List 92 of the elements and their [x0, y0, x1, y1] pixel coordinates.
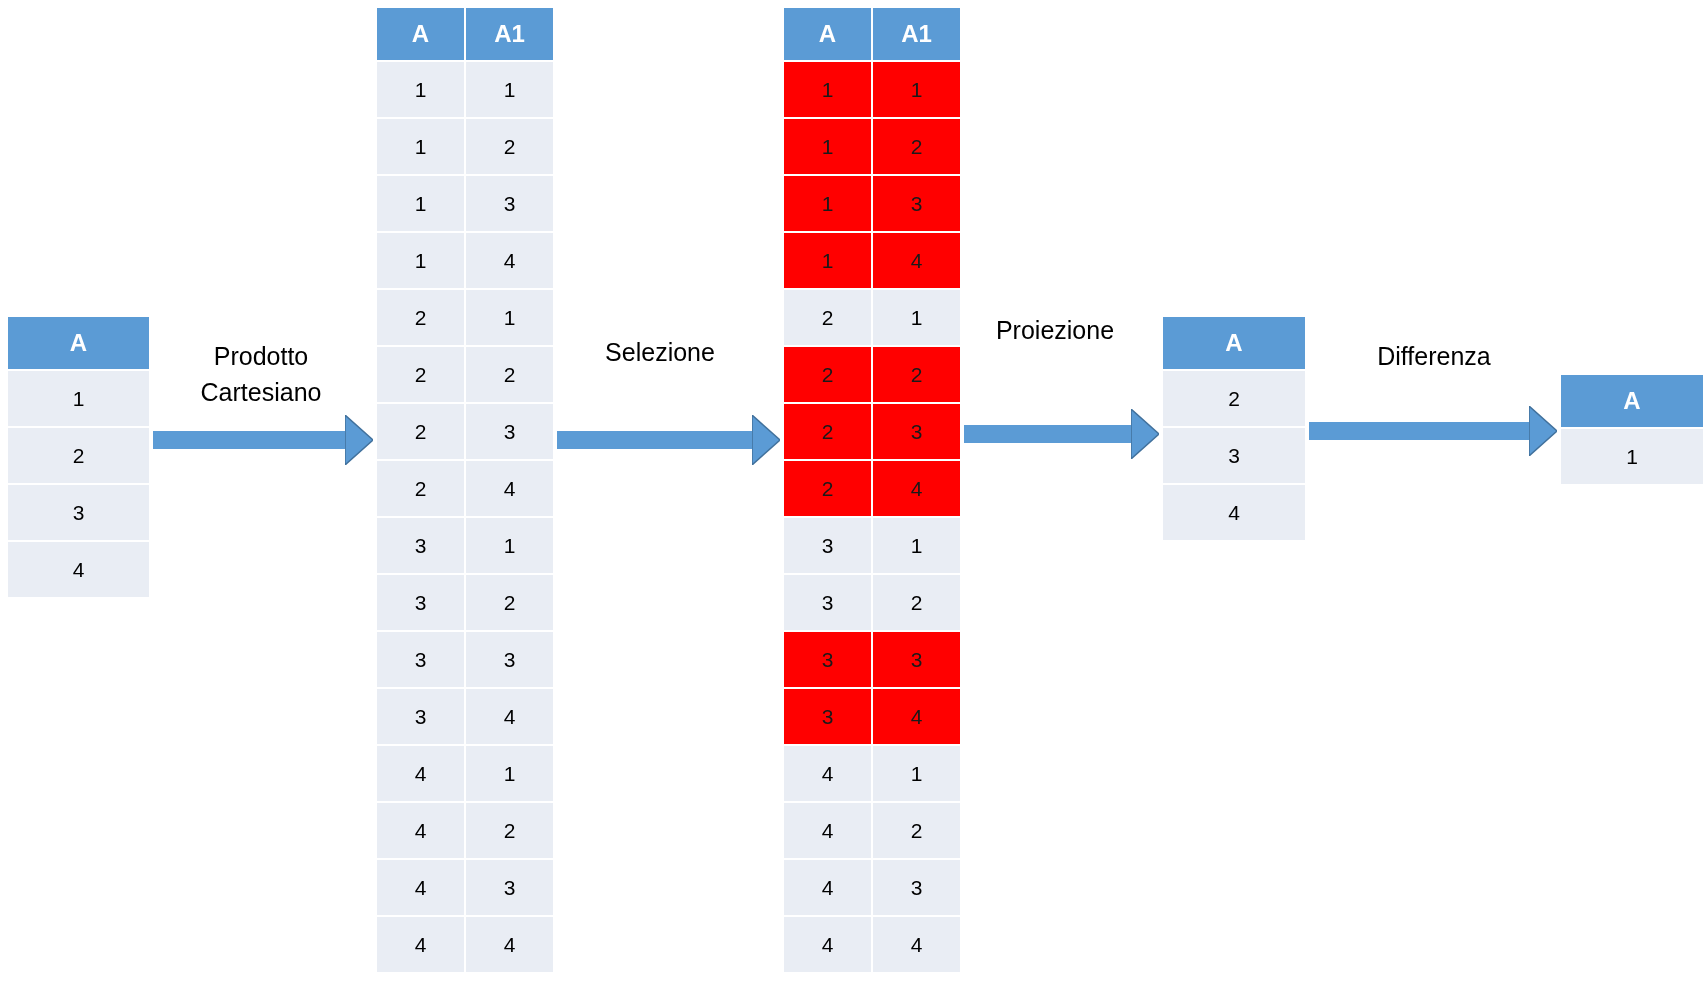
column-header: A [8, 317, 149, 369]
column-header: A1 [873, 8, 960, 60]
table-cell: 4 [784, 917, 871, 972]
highlighted-cell: 1 [784, 233, 871, 288]
edge-label: Selezione [604, 337, 716, 368]
table-cell: 4 [8, 542, 149, 597]
table-cell: 4 [377, 860, 464, 915]
table-cell: 4 [784, 746, 871, 801]
table-cell: 2 [377, 290, 464, 345]
highlighted-cell: 1 [784, 176, 871, 231]
edge-label: Differenza [1376, 341, 1492, 372]
table-cell: 2 [377, 347, 464, 402]
table-cell: 4 [873, 917, 960, 972]
highlighted-cell: 2 [784, 404, 871, 459]
highlighted-cell: 2 [873, 119, 960, 174]
highlighted-cell: 1 [873, 62, 960, 117]
table-cell: 2 [466, 347, 553, 402]
highlighted-cell: 3 [873, 176, 960, 231]
column-header: A [784, 8, 871, 60]
data-table [784, 8, 960, 972]
table-cell: 4 [784, 860, 871, 915]
edge-label: Proiezione [994, 315, 1116, 346]
table-cell: 1 [873, 290, 960, 345]
highlighted-cell: 3 [873, 404, 960, 459]
table-cell: 3 [466, 404, 553, 459]
highlighted-cell: 2 [873, 347, 960, 402]
data-table [8, 317, 149, 597]
block-arrow [1309, 405, 1558, 457]
table-cell: 4 [466, 917, 553, 972]
table-cell: 1 [466, 290, 553, 345]
table-cell: 3 [784, 518, 871, 573]
table-cell: 3 [377, 575, 464, 630]
highlighted-cell: 3 [784, 689, 871, 744]
table-cell: 1 [873, 746, 960, 801]
table-cell: 1 [377, 233, 464, 288]
table-cell: 2 [1163, 371, 1305, 426]
table-cell: 2 [466, 119, 553, 174]
table-cell: 1 [8, 371, 149, 426]
table-cell: 1 [466, 62, 553, 117]
table-cell: 4 [377, 746, 464, 801]
table-cell: 3 [377, 689, 464, 744]
highlighted-cell: 4 [873, 233, 960, 288]
table-cell: 3 [8, 485, 149, 540]
table-cell: 1 [377, 62, 464, 117]
table-cell: 4 [466, 233, 553, 288]
table-cell: 4 [466, 689, 553, 744]
highlighted-cell: 1 [784, 62, 871, 117]
highlighted-cell: 1 [784, 119, 871, 174]
table-cell: 2 [377, 404, 464, 459]
table-cell: 2 [377, 461, 464, 516]
table-cell: 4 [377, 917, 464, 972]
block-arrow [153, 414, 374, 466]
table-cell: 3 [377, 518, 464, 573]
table-cell: 1 [466, 746, 553, 801]
table-cell: 3 [466, 632, 553, 687]
table-cell: 2 [466, 575, 553, 630]
table-cell: 1 [873, 518, 960, 573]
table-cell: 4 [377, 803, 464, 858]
column-header: A [377, 8, 464, 60]
highlighted-cell: 4 [873, 689, 960, 744]
data-table [377, 8, 553, 972]
column-header: A [1163, 317, 1305, 369]
table-cell: 1 [1561, 429, 1703, 484]
table-cell: 3 [873, 860, 960, 915]
edge-label: Prodotto Cartesiano [199, 341, 323, 408]
highlighted-cell: 3 [784, 632, 871, 687]
table-cell: 1 [377, 119, 464, 174]
table-cell: 3 [784, 575, 871, 630]
table-cell: 4 [466, 461, 553, 516]
table-cell: 2 [873, 575, 960, 630]
block-arrow [557, 414, 781, 466]
table-cell: 2 [784, 290, 871, 345]
table-cell: 2 [466, 803, 553, 858]
table-cell: 4 [1163, 485, 1305, 540]
table-cell: 2 [873, 803, 960, 858]
table-cell: 3 [466, 176, 553, 231]
column-header: A [1561, 375, 1703, 427]
highlighted-cell: 3 [873, 632, 960, 687]
table-cell: 4 [784, 803, 871, 858]
table-cell: 3 [377, 632, 464, 687]
table-cell: 2 [8, 428, 149, 483]
data-table [1561, 375, 1703, 484]
block-arrow [964, 408, 1160, 460]
table-cell: 3 [1163, 428, 1305, 483]
table-cell: 1 [377, 176, 464, 231]
data-table [1163, 317, 1305, 540]
highlighted-cell: 4 [873, 461, 960, 516]
table-cell: 3 [466, 860, 553, 915]
table-cell: 1 [466, 518, 553, 573]
column-header: A1 [466, 8, 553, 60]
highlighted-cell: 2 [784, 461, 871, 516]
highlighted-cell: 2 [784, 347, 871, 402]
